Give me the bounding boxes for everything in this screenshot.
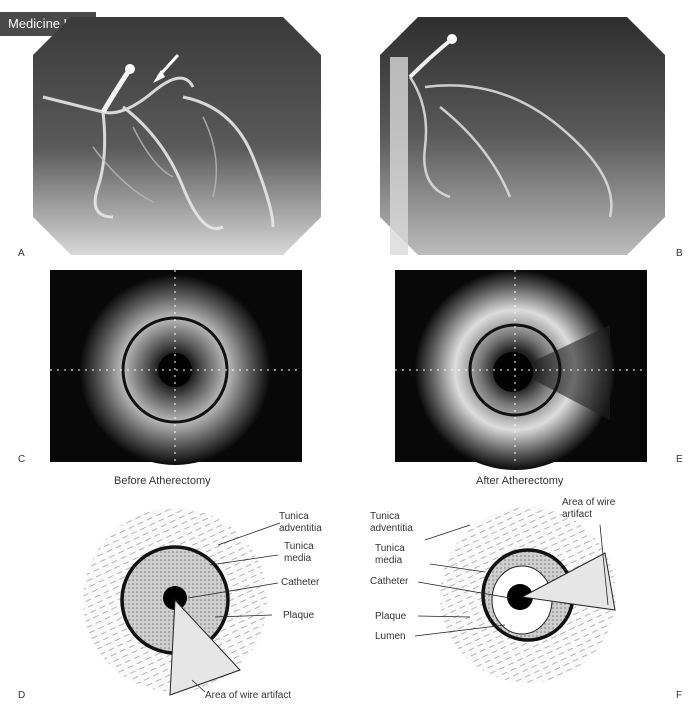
caption-before: Before Atherectomy (114, 475, 211, 487)
label-f-catheter: Catheter (370, 576, 409, 587)
label-d-catheter: Catheter (281, 577, 320, 588)
diagram-before (83, 508, 281, 696)
label-f-tunica-media: Tunica media (375, 543, 405, 566)
angiogram-after-image (380, 17, 665, 255)
panel-label-a: A (18, 248, 25, 259)
label-f-plaque: Plaque (375, 611, 407, 622)
panel-label-e: E (676, 454, 683, 465)
label-d-tunica-adventitia: Tunica adventitia (279, 511, 322, 534)
angiogram-before-image (33, 17, 321, 255)
label-f-lumen: Lumen (375, 631, 406, 642)
label-d-plaque: Plaque (283, 610, 315, 621)
panel-label-c: C (18, 454, 26, 465)
ivus-before-image (50, 270, 302, 465)
label-d-wire-artifact: Area of wire artifact (205, 690, 292, 701)
label-f-tunica-adventitia: Tunica adventitia (370, 511, 413, 534)
panel-label-d: D (18, 690, 26, 701)
panel-label-b: B (676, 248, 683, 259)
caption-after: After Atherectomy (476, 475, 564, 487)
label-d-tunica-media: Tunica media (284, 541, 314, 564)
diagram-after (440, 507, 616, 683)
label-f-wire-artifact: Area of wire artifact (562, 497, 616, 520)
panel-label-f: F (676, 690, 683, 701)
ivus-after-image (395, 270, 647, 470)
